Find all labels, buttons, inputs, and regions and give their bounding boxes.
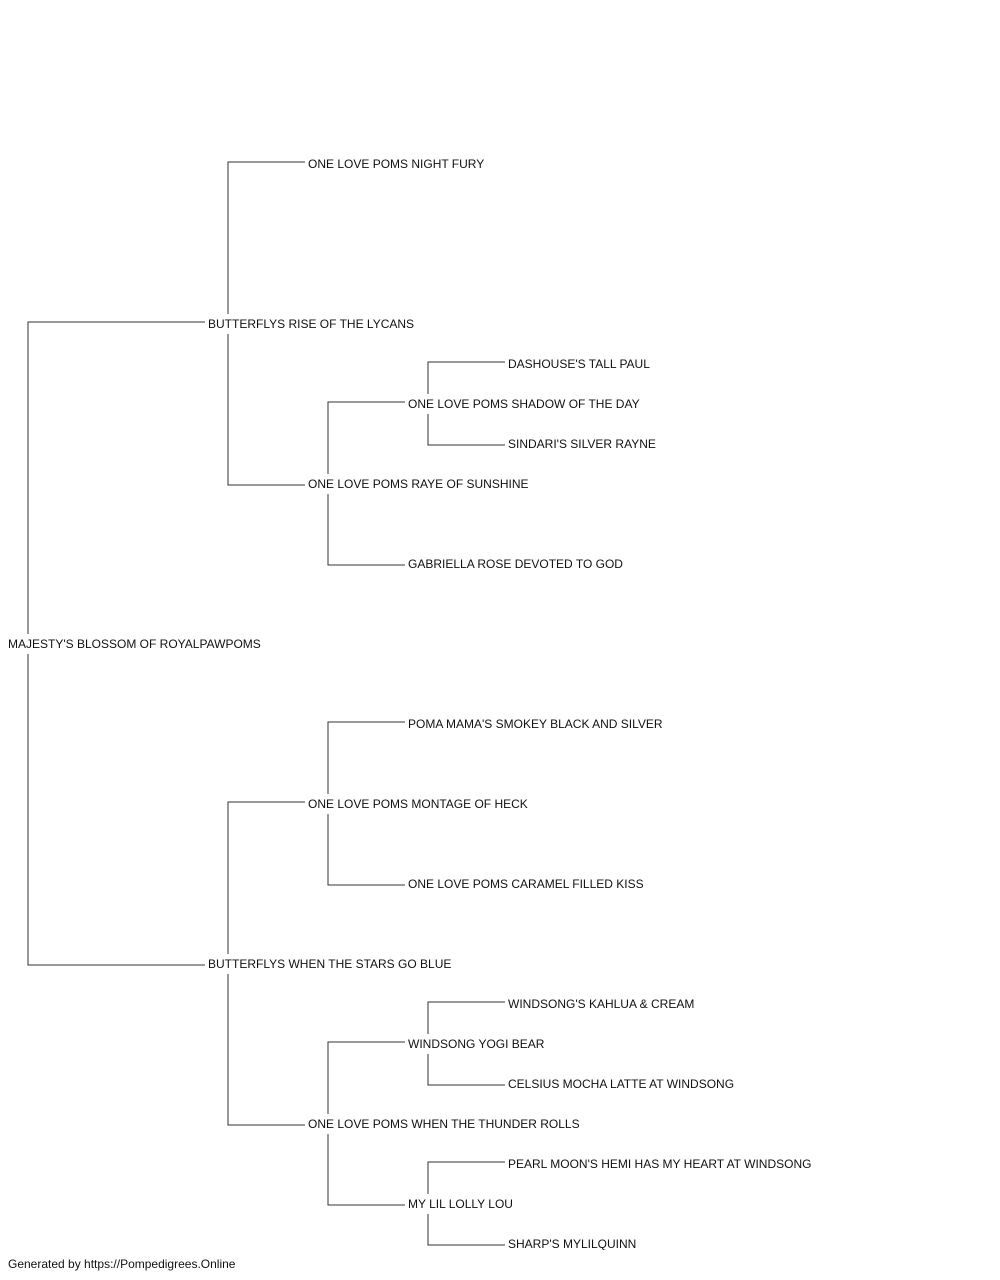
dam-dam-dam-dam-name: SHARP'S MYLILQUINN <box>508 1237 636 1250</box>
dam-sire-dam-name: ONE LOVE POMS CARAMEL FILLED KISS <box>408 877 644 891</box>
connector-dam-dam-sire-sire <box>427 1001 505 1034</box>
connector-dam-dam-dam <box>327 1134 405 1206</box>
connector-sire-dam-sire-dam <box>427 414 505 446</box>
sire-sire-name: ONE LOVE POMS NIGHT FURY <box>308 157 484 171</box>
sire-dam-name: ONE LOVE POMS RAYE OF SUNSHINE <box>308 477 529 491</box>
sire-name: BUTTERFLYS RISE OF THE LYCANS <box>208 317 414 331</box>
connector-dam-dam-sire-dam <box>427 1054 505 1086</box>
sire-dam-sire-dam-name: SINDARI'S SILVER RAYNE <box>508 437 656 451</box>
subject-name: MAJESTY'S BLOSSOM OF ROYALPAWPOMS <box>8 637 261 651</box>
dam-dam-dam-name: MY LIL LOLLY LOU <box>408 1197 513 1211</box>
connector-dam-sire <box>227 801 305 954</box>
connector-sire-dam-dam <box>327 494 405 566</box>
connector-dam-dam <box>227 974 305 1126</box>
pedigree-labels: MAJESTY'S BLOSSOM OF ROYALPAWPOMS BUTTER… <box>8 157 811 1250</box>
sire-dam-sire-sire-name: DASHOUSE'S TALL PAUL <box>508 357 650 371</box>
connector-dam-dam-sire <box>327 1041 405 1114</box>
pedigree-connectors <box>27 161 505 1246</box>
connector-sire-dam-sire-sire <box>427 361 505 394</box>
dam-dam-sire-name: WINDSONG YOGI BEAR <box>408 1037 545 1051</box>
dam-dam-sire-sire-name: WINDSONG'S KAHLUA & CREAM <box>508 997 694 1011</box>
connector-subject-sire <box>27 321 205 634</box>
connector-subject-dam <box>27 654 205 966</box>
connector-sire-dam-sire <box>327 401 405 474</box>
dam-name: BUTTERFLYS WHEN THE STARS GO BLUE <box>208 957 451 971</box>
generated-by-footer: Generated by https://Pompedigrees.Online <box>8 1257 236 1271</box>
connector-dam-dam-dam-sire <box>427 1161 505 1194</box>
connector-dam-dam-dam-dam <box>427 1214 505 1246</box>
dam-dam-sire-dam-name: CELSIUS MOCHA LATTE AT WINDSONG <box>508 1077 734 1091</box>
sire-dam-dam-name: GABRIELLA ROSE DEVOTED TO GOD <box>408 557 623 571</box>
connector-sire-sire <box>227 161 305 314</box>
dam-dam-dam-sire-name: PEARL MOON'S HEMI HAS MY HEART AT WINDSO… <box>508 1157 811 1171</box>
dam-sire-name: ONE LOVE POMS MONTAGE OF HECK <box>308 797 528 811</box>
connector-dam-sire-sire <box>327 721 405 794</box>
dam-dam-name: ONE LOVE POMS WHEN THE THUNDER ROLLS <box>308 1117 580 1131</box>
pedigree-tree: MAJESTY'S BLOSSOM OF ROYALPAWPOMS BUTTER… <box>8 157 811 1250</box>
sire-dam-sire-name: ONE LOVE POMS SHADOW OF THE DAY <box>408 397 640 411</box>
dam-sire-sire-name: POMA MAMA'S SMOKEY BLACK AND SILVER <box>408 717 663 731</box>
connector-dam-sire-dam <box>327 814 405 886</box>
connector-sire-dam <box>227 334 305 486</box>
